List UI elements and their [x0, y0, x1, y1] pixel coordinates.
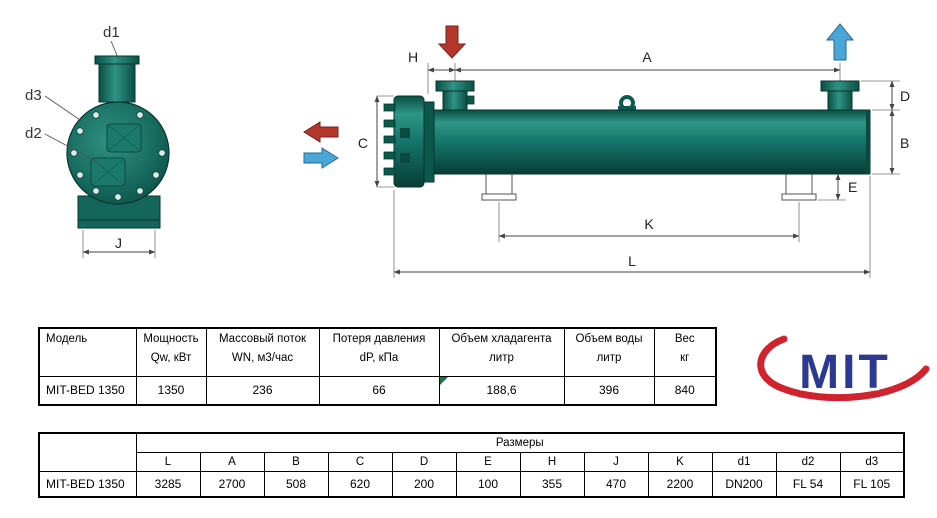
label-D: D: [900, 88, 910, 104]
bolted-head: [383, 95, 435, 188]
label-L: L: [628, 253, 636, 269]
flange-face: [66, 101, 170, 205]
dims-col-header: d1: [711, 451, 777, 472]
dims-group-header: Размеры: [135, 432, 905, 453]
col-title: Объем хладагента: [451, 333, 552, 345]
front-view-drawing: d1 d3 d2 J: [25, 24, 170, 258]
dims-col-header: L: [135, 451, 201, 472]
label-K: K: [644, 216, 654, 232]
dims-value-cell: 470: [583, 470, 649, 498]
inlet-arrow-down-icon: [437, 25, 467, 59]
label-B: B: [900, 135, 909, 151]
spec-water-volume-cell: 396: [563, 375, 655, 406]
dims-col-header: C: [327, 451, 393, 472]
dims-col-header: E: [455, 451, 521, 472]
dims-value-cell: 100: [455, 470, 521, 498]
dims-value-cell: 2200: [647, 470, 713, 498]
spec-col-model: Модель: [38, 327, 137, 377]
spec-mass-flow-cell: 236: [205, 375, 320, 406]
dims-col-header: d2: [775, 451, 841, 472]
col-sub: dP, кПа: [359, 352, 399, 364]
label-A: A: [642, 49, 652, 65]
col-sub: кг: [680, 352, 690, 364]
spec-power-cell: 1350: [135, 375, 207, 406]
spec-col-water-volume: Объем воды литр: [563, 327, 655, 377]
spec-col-refrigerant-volume: Объем хладагента литр: [438, 327, 565, 377]
label-d1: d1: [103, 24, 120, 41]
dims-value-cell: DN200: [711, 470, 777, 498]
spec-refrigerant-cell: 188,6: [438, 375, 565, 406]
dims-value-cell: 2700: [199, 470, 265, 498]
dims-model-cell: MIT-BED 1350: [38, 470, 137, 498]
spec-col-power: Мощность Qw, кВт: [135, 327, 207, 377]
col-title: Объем воды: [575, 333, 643, 345]
dims-value-cell: 620: [327, 470, 393, 498]
spec-col-mass-flow: Массовый поток WN, м3/час: [205, 327, 320, 377]
dims-col-header: B: [263, 451, 329, 472]
dims-letter-row: L A B C D E H J K d1 d2 d3: [39, 451, 905, 472]
dims-col-header: K: [647, 451, 713, 472]
logo-text: MIT: [799, 346, 891, 399]
spec-data-row: MIT-BED 1350 1350 236 66 188,6 396 840: [38, 375, 717, 406]
label-d2: d2: [25, 125, 42, 142]
col-title: Потеря давления: [332, 333, 426, 345]
spec-pressure-drop-cell: 66: [318, 375, 440, 406]
side-view-drawing: H A C D B E K L: [303, 23, 910, 278]
dims-value-cell: 508: [263, 470, 329, 498]
shell-body: [399, 109, 871, 175]
label-H: H: [408, 49, 418, 65]
dims-model-header: [38, 432, 137, 472]
dims-col-header: D: [391, 451, 457, 472]
dims-data-row: MIT-BED 1350 3285 2700 508 620 200 100 3…: [38, 470, 905, 498]
label-J: J: [115, 235, 122, 251]
refrigerant-value: 188,6: [486, 383, 517, 398]
dims-col-header: A: [199, 451, 265, 472]
dims-value-cell: FL 54: [775, 470, 841, 498]
head-bolts: [383, 103, 396, 176]
dims-value-cell: 355: [519, 470, 585, 498]
spec-col-weight: Вес кг: [653, 327, 717, 377]
dims-value-cell: FL 105: [839, 470, 905, 498]
spec-table: Модель Мощность Qw, кВт Массовый поток W…: [38, 327, 717, 406]
spec-model-cell: MIT-BED 1350: [38, 375, 137, 406]
col-title: Вес: [674, 333, 695, 345]
saddle-supports: [481, 173, 817, 201]
col-title: Модель: [46, 333, 88, 345]
dimension-lines: [374, 67, 895, 275]
bolt-holes: [70, 111, 166, 201]
spec-col-pressure-drop: Потеря давления dP, кПа: [318, 327, 440, 377]
lifting-lug: [618, 95, 636, 112]
dims-col-header: H: [519, 451, 585, 472]
outlet-arrow-up-icon: [825, 23, 855, 61]
dims-col-header: J: [583, 451, 649, 472]
dimensions-table: Размеры L A B C D E H J K d1 d2 d3 MIT-B…: [38, 432, 905, 498]
side-outlet-arrow-left-icon: [303, 121, 339, 143]
right-nozzle: [820, 80, 860, 111]
cell-corner-marker: [439, 376, 448, 385]
col-title: Массовый поток: [218, 333, 307, 345]
dims-value-cell: 3285: [135, 470, 201, 498]
callout-leaders: [44, 40, 120, 164]
mit-logo: MIT: [757, 335, 930, 402]
dims-col-header: d3: [839, 451, 905, 472]
logo-swoosh: [757, 335, 930, 402]
left-nozzle: [435, 80, 475, 111]
top-nozzle: [94, 55, 140, 103]
side-inlet-arrow-right-icon: [303, 147, 339, 169]
label-E: E: [848, 179, 857, 195]
col-title: Мощность: [143, 333, 199, 345]
col-sub: литр: [596, 352, 622, 364]
col-sub: Qw, кВт: [150, 352, 192, 364]
spec-header-row: Модель Мощность Qw, кВт Массовый поток W…: [38, 327, 717, 377]
dims-value-cell: 200: [391, 470, 457, 498]
label-d3: d3: [25, 87, 42, 104]
label-C: C: [358, 135, 368, 151]
col-sub: WN, м3/час: [231, 352, 294, 364]
col-sub: литр: [489, 352, 514, 364]
dims-group-row: Размеры: [38, 432, 905, 472]
spec-weight-cell: 840: [653, 375, 717, 406]
